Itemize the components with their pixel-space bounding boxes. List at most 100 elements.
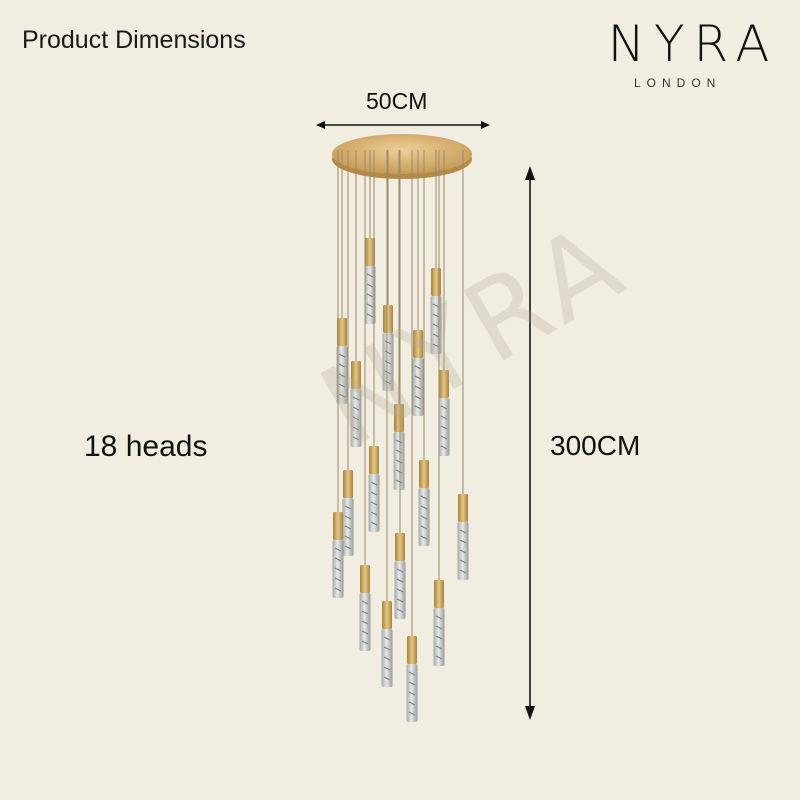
pendant-head [368, 446, 380, 532]
glass-texture [396, 598, 404, 603]
glass-texture [395, 439, 403, 444]
pendant-head [394, 533, 406, 619]
glass-texture [352, 436, 360, 441]
height-arrow [525, 166, 535, 720]
glass-texture [366, 293, 374, 298]
glass-texture [435, 625, 443, 630]
pendant-head [382, 305, 394, 391]
pendant-head [350, 361, 362, 447]
pendant-head [406, 636, 418, 722]
pendant-head [418, 460, 430, 546]
glass-texture [366, 313, 374, 318]
glass-texture [440, 435, 448, 440]
pendant-head [359, 565, 371, 651]
gold-cap [369, 446, 379, 474]
glass-texture [395, 449, 403, 454]
height-label: 300CM [550, 430, 641, 461]
gold-cap [395, 533, 405, 561]
glass-texture [334, 587, 342, 592]
gold-cap [343, 470, 353, 498]
glass-texture [361, 610, 369, 615]
pendant-head [332, 512, 344, 598]
glass-texture [459, 529, 467, 534]
glass-texture [384, 360, 392, 365]
glass-texture [395, 479, 403, 484]
gold-cap [360, 565, 370, 593]
gold-cap [365, 238, 375, 266]
glass-texture [344, 545, 352, 550]
glass-texture [383, 666, 391, 671]
glass-texture [338, 353, 346, 358]
pendant-head [430, 268, 442, 354]
glass-texture [338, 363, 346, 368]
glass-texture [361, 620, 369, 625]
pendant-head [342, 470, 354, 556]
glass-texture [370, 481, 378, 486]
width-label: 50CM [366, 88, 428, 114]
glass-texture [352, 406, 360, 411]
glass-texture [435, 645, 443, 650]
glass-texture [414, 385, 422, 390]
glass-texture [383, 676, 391, 681]
glass-texture [384, 370, 392, 375]
glass-texture [432, 303, 440, 308]
gold-cap [419, 460, 429, 488]
glass-texture [396, 578, 404, 583]
brand-logo: NYRA LONDON [598, 14, 788, 90]
glass-texture [384, 350, 392, 355]
glass-texture [344, 515, 352, 520]
glass-texture [420, 495, 428, 500]
glass-texture [435, 615, 443, 620]
glass-texture [338, 393, 346, 398]
glass-texture [366, 273, 374, 278]
glass-texture [395, 459, 403, 464]
glass-texture [344, 505, 352, 510]
glass-texture [440, 405, 448, 410]
glass-texture [344, 535, 352, 540]
glass-texture [334, 577, 342, 582]
glass-texture [414, 405, 422, 410]
pendant-head [393, 404, 405, 490]
glass-texture [366, 303, 374, 308]
glass-texture [459, 569, 467, 574]
glass-texture [361, 640, 369, 645]
glass-texture [440, 445, 448, 450]
glass-texture [395, 469, 403, 474]
glass-texture [338, 383, 346, 388]
glass-texture [383, 636, 391, 641]
glass-texture [396, 588, 404, 593]
pendant-head [364, 238, 376, 324]
pendant-head [433, 580, 445, 666]
ceiling-canopy [332, 134, 472, 179]
glass-texture [432, 323, 440, 328]
gold-cap [434, 580, 444, 608]
page-title: Product Dimensions [22, 26, 246, 54]
glass-texture [435, 655, 443, 660]
glass-texture [408, 681, 416, 686]
glass-texture [366, 283, 374, 288]
glass-texture [370, 491, 378, 496]
glass-texture [361, 630, 369, 635]
glass-texture [334, 557, 342, 562]
glass-texture [396, 568, 404, 573]
gold-cap [458, 494, 468, 522]
glass-texture [420, 525, 428, 530]
glass-texture [352, 396, 360, 401]
gold-cap [333, 512, 343, 540]
glass-texture [435, 635, 443, 640]
glass-texture [432, 343, 440, 348]
gold-cap [439, 370, 449, 398]
glass-texture [361, 600, 369, 605]
glass-texture [440, 425, 448, 430]
glass-texture [408, 711, 416, 716]
brand-subtitle: LONDON [634, 76, 722, 90]
glass-texture [414, 365, 422, 370]
pendant-head [336, 318, 348, 404]
glass-texture [459, 559, 467, 564]
glass-texture [352, 426, 360, 431]
pendant-head [412, 330, 424, 416]
gold-cap [382, 601, 392, 629]
glass-texture [344, 525, 352, 530]
glass-texture [383, 646, 391, 651]
